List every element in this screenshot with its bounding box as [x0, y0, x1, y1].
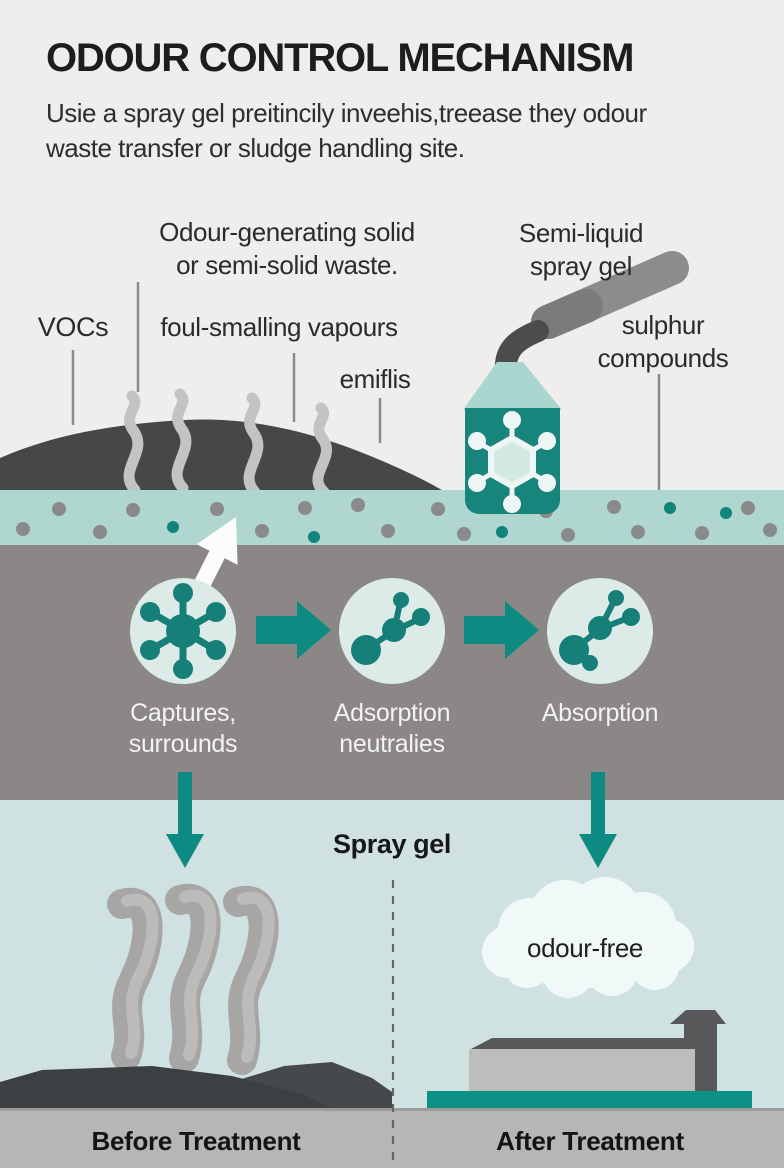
down-arrow-icons [166, 772, 617, 868]
label-spray-gel: Semi-liquid spray gel [518, 218, 644, 281]
mechanism-steps [130, 578, 653, 684]
label-odour-free: odour-free [527, 933, 643, 963]
label-emiflis: emiflis [339, 364, 411, 394]
waste-mound [0, 419, 452, 496]
gel-layer-band [0, 490, 784, 545]
facility-building-icon [427, 1010, 752, 1108]
page-title: ODOUR CONTROL MECHANISM [46, 36, 634, 80]
leader-lines [71, 282, 661, 490]
label-spray-gel-center: Spray gel [333, 829, 451, 859]
gel-particle-dots [16, 498, 777, 543]
label-sulphur: sulphur compounds [597, 310, 729, 373]
molecule-burst-step-icon [140, 583, 226, 679]
molecule-chain-step-icon-2 [559, 590, 640, 671]
smoke-icon [107, 883, 279, 1075]
label-after-treatment: After Treatment [496, 1126, 684, 1156]
label-before-treatment: Before Treatment [91, 1126, 301, 1156]
odour-free-cloud-icon [482, 877, 694, 998]
vapour-squiggle-icon [123, 388, 332, 498]
flow-arrow-icon [256, 601, 331, 659]
flow-arrow-icon-2 [464, 601, 539, 659]
label-vocs: VOCs [37, 312, 109, 342]
label-waste: Odour-generating solid or semi-solid was… [159, 217, 415, 280]
molecule-chain-step-icon [351, 592, 430, 665]
treated-ground-strip [427, 1091, 752, 1108]
molecule-burst-icon [468, 411, 556, 513]
spray-bottle-icon [463, 362, 562, 514]
step-label-absorption: Absorption [541, 699, 659, 727]
before-waste-mounds [0, 1062, 392, 1108]
label-vapours: foul-smalling vapours [160, 312, 398, 342]
page-subtitle: Usie a spray gel preitincily inveehis,tr… [46, 98, 647, 163]
step-label-adsorption: Adsorption neutralies [333, 699, 451, 759]
step-label-captures: Captures, surrounds [128, 699, 238, 759]
